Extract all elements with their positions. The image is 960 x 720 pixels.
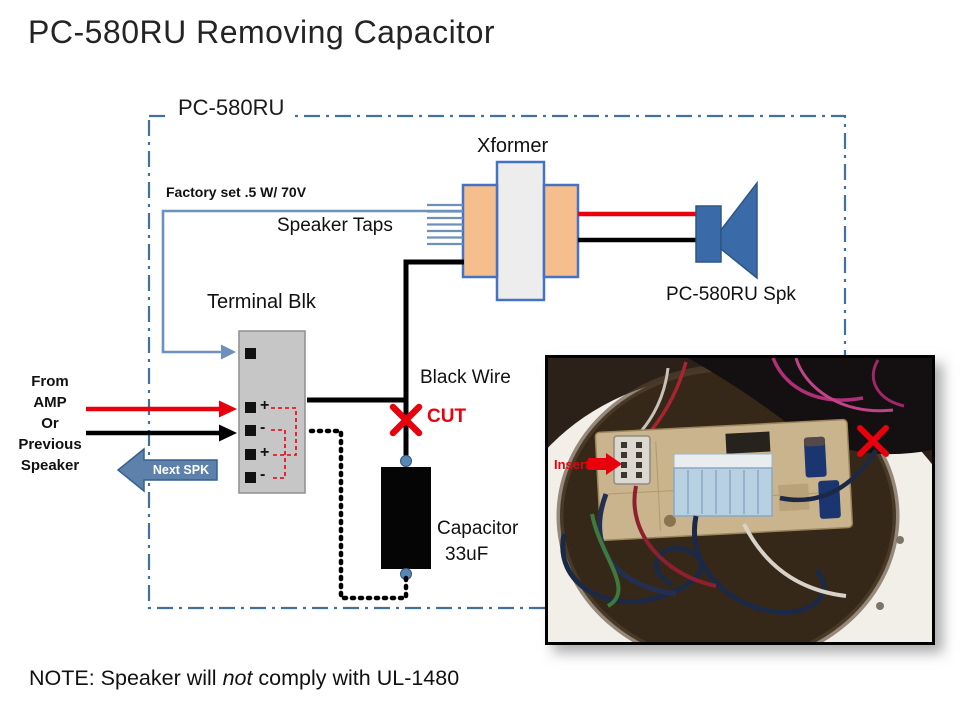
next-spk-arrow (116, 447, 218, 493)
transformer-core (495, 160, 546, 302)
pcb-capacitor (803, 436, 827, 478)
from-amp-caption: From AMP Or Previous Speaker (6, 371, 94, 476)
jumper-dashed-plus (271, 407, 297, 456)
terminal-pin (245, 402, 256, 413)
capacitor-label: Capacitor (437, 518, 519, 539)
screw (876, 602, 884, 610)
xformer-label: Xformer (477, 135, 549, 157)
factory-tap-wire (161, 209, 463, 354)
blue-connector (673, 453, 773, 517)
note-suffix: comply with UL-1480 (252, 666, 460, 690)
note-italic-word: not (222, 666, 253, 690)
insert-label: Insert (554, 457, 590, 472)
screw (896, 536, 904, 544)
photo-illustration: Insert (548, 358, 932, 642)
terminal-pin (245, 449, 256, 460)
transformer-left-winding (461, 183, 499, 279)
from-amp-line: AMP (33, 394, 67, 411)
capacitor-value: 33uF (445, 544, 489, 565)
terminal-sign-plus-2: + (260, 444, 270, 461)
terminal-pin (245, 472, 256, 483)
speaker-icon (695, 180, 758, 280)
note-prefix: NOTE: Speaker will (29, 666, 223, 690)
cut-label: CUT (427, 406, 467, 427)
terminal-pin (245, 425, 256, 436)
wire-loops (560, 448, 878, 615)
speaker-photo-inset: Insert (545, 355, 935, 645)
terminal-sign-plus-1: + (260, 397, 270, 414)
amp-black-arrowhead (219, 424, 237, 442)
magnet-cloth (688, 358, 932, 455)
transformer-right-winding (542, 183, 580, 279)
terminal-sign-minus-1: - (260, 419, 266, 436)
from-amp-line: Speaker (20, 457, 80, 474)
dotted-return-wire (304, 428, 409, 601)
terminal-block-label: Terminal Blk (207, 291, 316, 313)
black-wire-path (403, 259, 464, 459)
insert-connector (613, 435, 651, 485)
black-wire-label: Black Wire (420, 367, 511, 388)
compliance-note: NOTE: Speaker will not comply with UL-14… (29, 666, 459, 691)
capacitor-body (381, 467, 431, 569)
speaker-taps-label: Speaker Taps (277, 215, 393, 236)
photo-x-icon (857, 425, 889, 457)
terminal-pins (245, 348, 256, 483)
insert-arrow-icon (588, 453, 622, 475)
next-spk-label: Next SPK (152, 463, 210, 477)
factory-set-label: Factory set .5 W/ 70V (166, 184, 307, 200)
terminal-sign-minus-2: - (260, 466, 266, 483)
from-amp-line: From (31, 373, 69, 390)
page-title: PC-580RU Removing Capacitor (28, 14, 496, 50)
pcb-capacitor (818, 480, 841, 519)
jumper-dashed-minus (271, 429, 286, 479)
boundary-label: PC-580RU (170, 95, 293, 121)
factory-tap-wire-arrowhead (221, 344, 236, 360)
capacitor-terminal-top (400, 455, 412, 467)
amp-red-arrowhead (219, 400, 237, 418)
from-amp-line: Or (41, 415, 59, 432)
cut-x-icon (389, 403, 423, 437)
terminal-pin (245, 348, 256, 359)
from-amp-line: Previous (18, 436, 82, 453)
speaker-label: PC-580RU Spk (666, 284, 796, 305)
